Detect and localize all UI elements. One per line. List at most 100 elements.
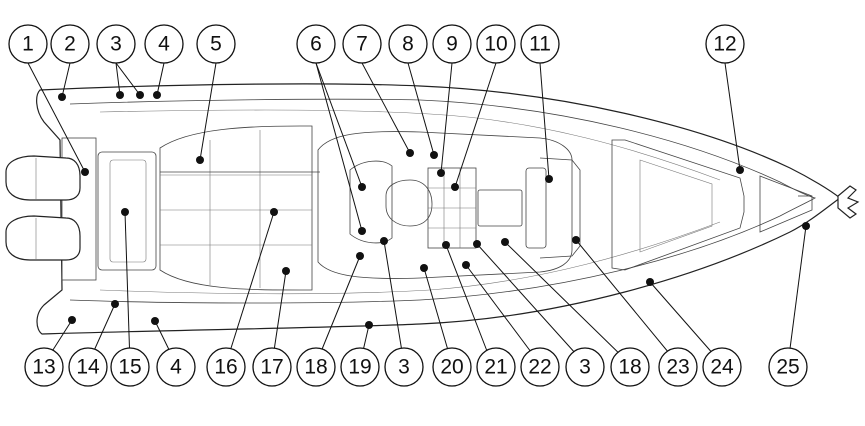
callout-16: 16 (206, 347, 246, 387)
leader-23 (575, 239, 679, 365)
callout-8: 8 (388, 24, 428, 64)
aft-deck (159, 125, 313, 291)
callout-3-top-label: 3 (110, 33, 122, 56)
deck-rail-bottom (99, 221, 721, 295)
callout-4-bottom-label: 4 (170, 356, 182, 379)
leader-3d (476, 243, 586, 365)
bow-seat-inner (639, 159, 713, 253)
callout-25: 25 (768, 347, 808, 387)
callout-25-label: 25 (776, 356, 799, 379)
callout-6: 6 (296, 24, 336, 64)
callout-3-top: 3 (96, 24, 136, 64)
dot-21 (442, 241, 450, 249)
dot-3c (380, 237, 388, 245)
dot-17 (282, 267, 290, 275)
dot-18b (501, 238, 509, 246)
callout-15: 15 (110, 347, 150, 387)
console-front-seat (525, 167, 547, 249)
callout-7: 7 (342, 24, 382, 64)
callout-20: 20 (432, 347, 472, 387)
dot-12 (736, 166, 744, 174)
dot-2 (58, 93, 66, 101)
callout-13: 13 (24, 347, 64, 387)
callout-18-fwd: 18 (610, 347, 650, 387)
callout-4-top-label: 4 (158, 33, 170, 56)
outboard-motor-upper (5, 155, 81, 201)
callouts-bottom: 13 14 15 4 16 17 18 19 3 20 21 22 3 18 2… (24, 347, 808, 387)
leader-5 (199, 62, 217, 161)
callout-21-label: 21 (484, 356, 507, 379)
leader-21 (445, 244, 493, 365)
dot-14 (111, 300, 119, 308)
callout-10-label: 10 (484, 33, 507, 56)
dot-3a (116, 91, 124, 99)
callout-22-label: 22 (528, 356, 551, 379)
leader-11 (539, 62, 550, 180)
dot-18a (356, 252, 364, 260)
callout-18-aft-label: 18 (304, 356, 327, 379)
console-front-box (477, 189, 523, 227)
callout-14: 14 (68, 347, 108, 387)
callout-17-label: 17 (260, 356, 283, 379)
dot-15 (121, 208, 129, 216)
dot-6a (358, 183, 366, 191)
dot-3b (136, 91, 144, 99)
leader-6b (315, 62, 363, 232)
dot-9 (437, 169, 445, 177)
deck-rail-top (99, 109, 721, 181)
callout-9: 9 (432, 24, 472, 64)
callout-16-label: 16 (214, 356, 237, 379)
callout-5-label: 5 (210, 33, 222, 56)
callout-18-fwd-label: 18 (618, 356, 641, 379)
callout-11-label: 11 (529, 33, 551, 56)
transom (61, 137, 97, 281)
bow-anchor (837, 185, 860, 219)
callout-4-top: 4 (144, 24, 184, 64)
windshield (539, 157, 581, 259)
callout-6-label: 6 (310, 33, 322, 56)
gunwale-inner (69, 98, 817, 304)
callout-24: 24 (702, 347, 742, 387)
leader-15 (124, 211, 131, 365)
leader-12 (724, 62, 741, 171)
bow-locker (759, 175, 813, 233)
leader-16 (225, 211, 275, 365)
dot-13 (68, 316, 76, 324)
stern-seat-cushion (109, 159, 147, 263)
callout-23: 23 (658, 347, 698, 387)
dot-23 (572, 236, 580, 244)
leader-18b (504, 241, 631, 365)
callout-24-label: 24 (710, 356, 734, 379)
leader-6a (315, 62, 363, 188)
outboard-motor-lower (5, 215, 81, 261)
dot-10 (451, 183, 459, 191)
dot-20 (420, 264, 428, 272)
callout-1-label: 1 (22, 33, 34, 56)
callout-4-bottom: 4 (156, 347, 196, 387)
dot-24 (646, 278, 654, 286)
leader-24 (649, 281, 723, 365)
leader-18a (315, 255, 361, 365)
cockpit-outline (317, 131, 573, 279)
leader-7 (361, 62, 411, 154)
dot-19 (365, 321, 373, 329)
callout-3-bottom-b-label: 3 (579, 356, 591, 379)
callout-2: 2 (50, 24, 90, 64)
callout-13-label: 13 (32, 356, 55, 379)
callout-7-label: 7 (356, 33, 368, 56)
dot-3d (473, 240, 481, 248)
callout-12: 12 (705, 24, 745, 64)
dot-11 (545, 175, 553, 183)
leader-9 (440, 62, 453, 174)
dot-5 (196, 156, 204, 164)
leader-3b (115, 62, 141, 96)
callout-21: 21 (476, 347, 516, 387)
dot-25 (802, 222, 810, 230)
callout-3-bottom-b: 3 (565, 347, 605, 387)
leader-4a (156, 62, 165, 96)
hull-outline (36, 83, 842, 335)
callout-5: 5 (196, 24, 236, 64)
boat-drawing (5, 83, 860, 335)
leader-10 (454, 62, 497, 188)
leader-1 (27, 62, 86, 173)
